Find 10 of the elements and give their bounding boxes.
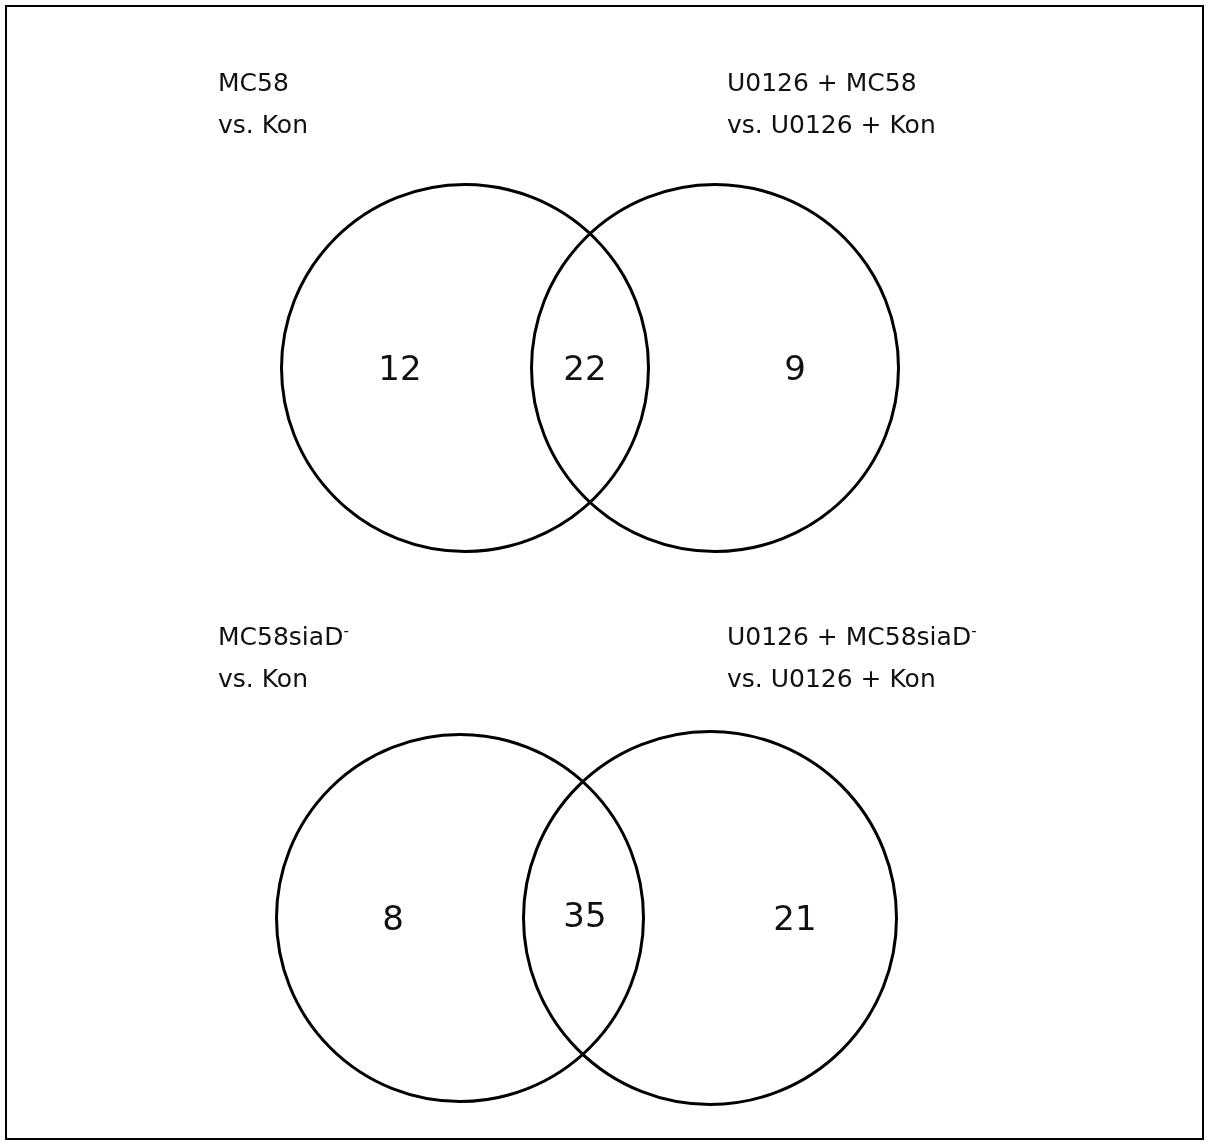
overlap-count: 35 [563, 895, 607, 935]
count-label: 12 [378, 348, 422, 388]
count-label: 21 [773, 898, 817, 938]
set-label: MC58siaD$^{-}$ vs. Kon [218, 621, 350, 696]
set-label: U0126 + MC58siaD$^{-}$ vs. U0126 + Kon [727, 621, 978, 696]
count-label: 9 [784, 348, 806, 388]
set-label: U0126 + MC58 vs. U0126 + Kon [727, 67, 937, 141]
set-label: MC58 vs. Kon [218, 67, 309, 141]
overlap-count: 22 [563, 348, 607, 388]
count-label: 8 [382, 898, 404, 938]
